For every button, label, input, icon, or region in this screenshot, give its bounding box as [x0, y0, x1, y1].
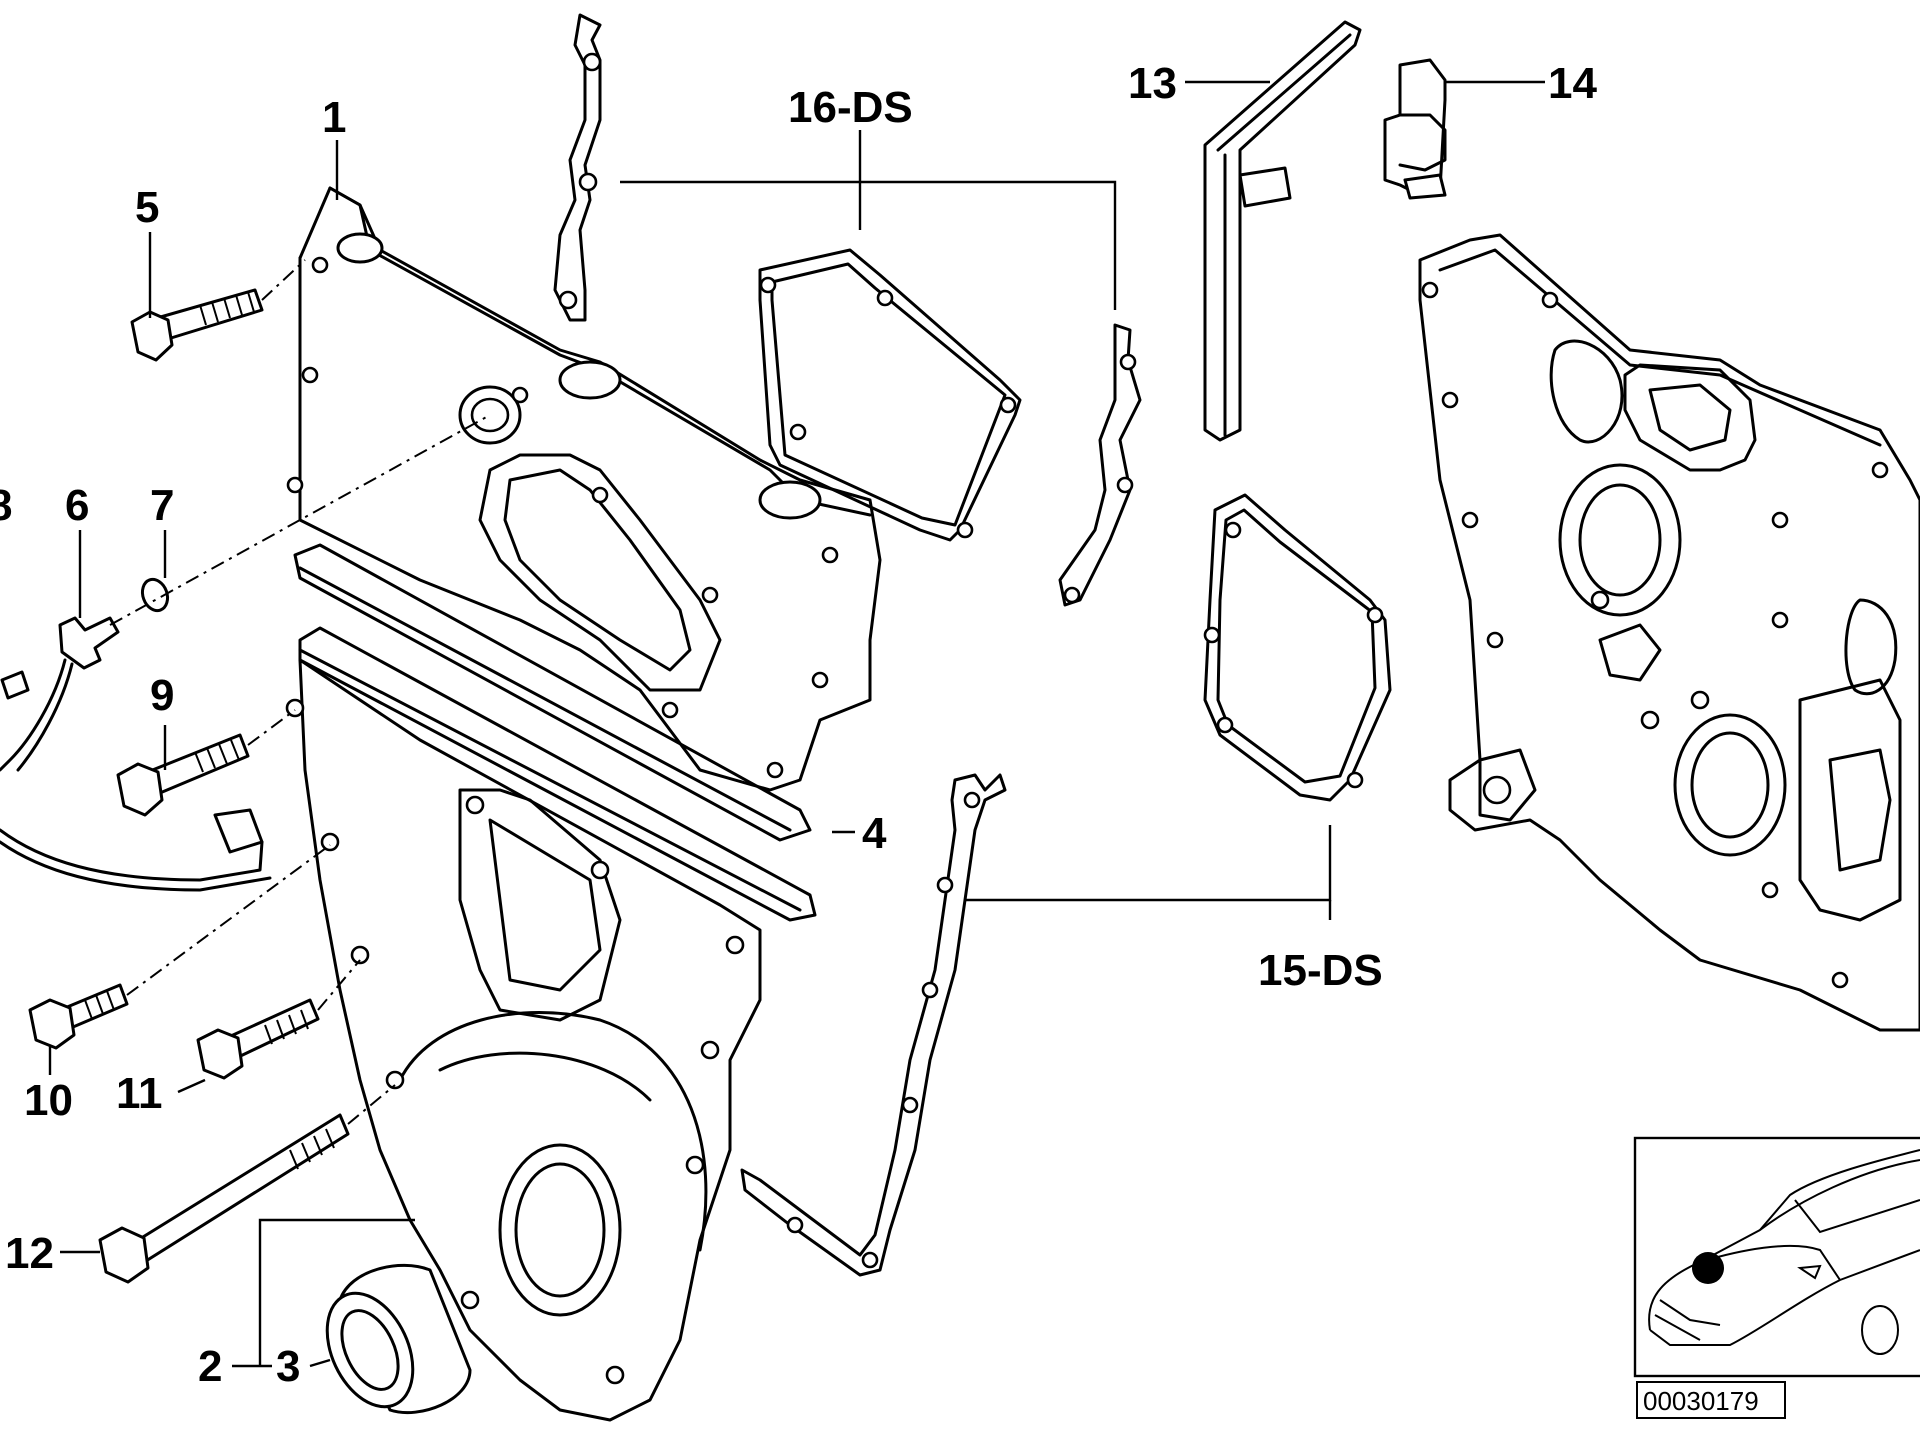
- bolt-9: [116, 709, 296, 817]
- shaft-seal: [325, 1263, 472, 1415]
- bolt-12: [98, 1084, 396, 1284]
- callout-6: 6: [65, 481, 89, 530]
- lower-timing-cover: [285, 658, 762, 1422]
- bracket-clip: [1383, 58, 1447, 200]
- callout-8: 8: [0, 481, 12, 530]
- leader-lines: [48, 80, 1545, 1368]
- bolt-11: [196, 959, 361, 1080]
- bolt-10: [28, 844, 331, 1050]
- sensor-with-cable: [0, 414, 491, 892]
- guide-rail: [1203, 20, 1362, 442]
- location-marker-dot: [1692, 1252, 1724, 1284]
- callout-4: 4: [862, 809, 887, 858]
- callout-16-ds: 16-DS: [788, 83, 913, 132]
- callout-10: 10: [24, 1076, 73, 1125]
- callout-1: 1: [322, 93, 346, 142]
- callout-9: 9: [150, 671, 174, 720]
- callout-7: 7: [150, 481, 174, 530]
- car-location-inset: 00030179: [1633, 1136, 1920, 1419]
- callout-labels: 1 5 8 6 7 9 10 11 12 2 3 4 13 14 15-DS 1…: [0, 59, 1597, 1391]
- engine-housing: [1418, 233, 1920, 1032]
- callout-14: 14: [1548, 59, 1597, 108]
- callout-15-ds: 15-DS: [1258, 946, 1383, 995]
- callout-5: 5: [135, 183, 159, 232]
- bolt-5: [130, 259, 306, 362]
- callout-11: 11: [116, 1069, 163, 1118]
- callout-13: 13: [1128, 59, 1177, 108]
- o-ring: [140, 577, 170, 613]
- reference-number: 00030179: [1643, 1386, 1759, 1416]
- lower-gasket-set: [740, 493, 1392, 1277]
- upper-timing-cover: [286, 186, 882, 792]
- callout-12: 12: [5, 1229, 54, 1278]
- callout-2: 2: [198, 1342, 222, 1391]
- callout-3: 3: [276, 1342, 300, 1391]
- upper-gasket-set: [553, 13, 1142, 607]
